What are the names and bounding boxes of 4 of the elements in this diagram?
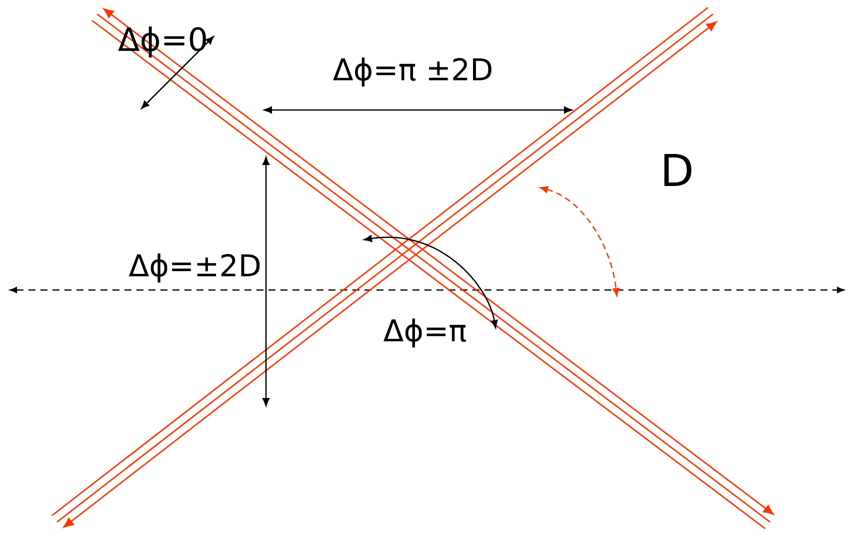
label: Δϕ=±2D (128, 254, 260, 283)
label: Δϕ=π ±2D (333, 58, 492, 87)
label: D (664, 154, 692, 186)
label: Δϕ=π (383, 318, 466, 348)
